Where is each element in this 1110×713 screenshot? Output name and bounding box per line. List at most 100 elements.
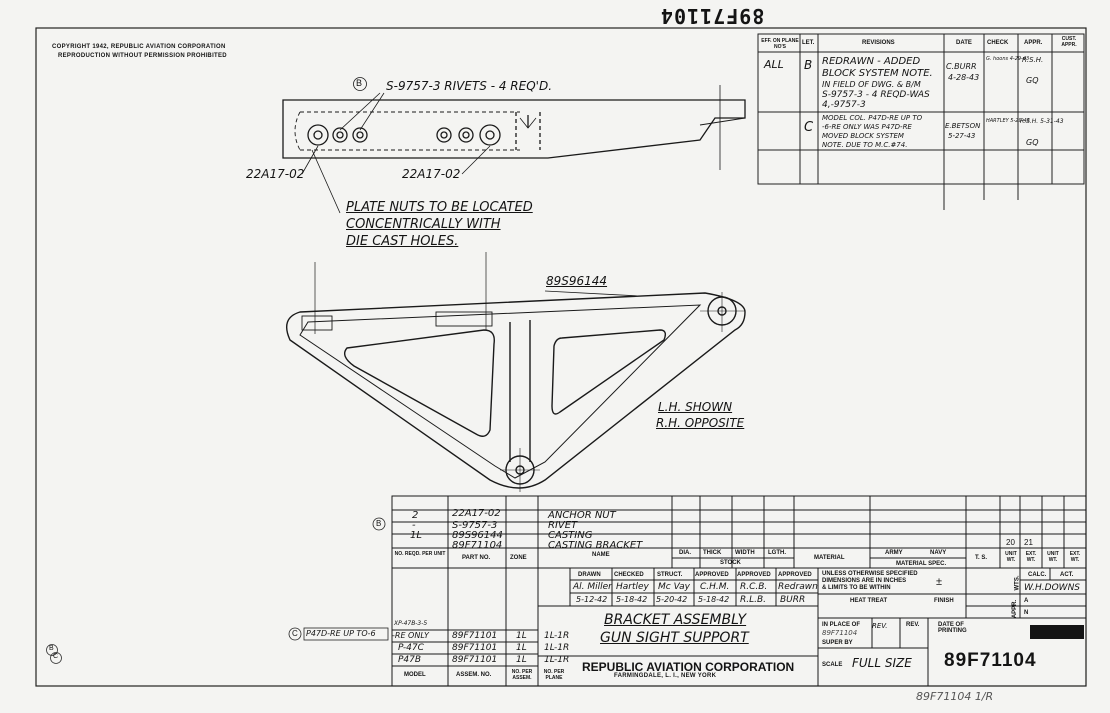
bom-header-ext-wt-2: EXT. WT. bbox=[1069, 551, 1081, 563]
bom-header-ts: T. S. bbox=[975, 555, 988, 561]
bom-header-lgth: LGTH. bbox=[768, 550, 786, 556]
company-name: REPUBLIC AVIATION CORPORATION bbox=[582, 660, 795, 674]
model-prefix-1: XP-47B-3-5 bbox=[394, 620, 428, 627]
date-printing-label: DATE OF PRINTING bbox=[938, 622, 967, 634]
appr-label: APPR. bbox=[1012, 599, 1019, 619]
bom-header-zone: ZONE bbox=[510, 555, 527, 561]
plate-note-2: CONCENTRICALLY WITH bbox=[346, 217, 501, 232]
heat-treat-label: HEAT TREAT bbox=[850, 598, 888, 604]
appr-header-drawn: DRAWN bbox=[578, 572, 601, 578]
appr-drawn-date: 5-12-42 bbox=[576, 595, 608, 604]
super-by-label: SUPER BY bbox=[822, 640, 853, 646]
rivets-marker: B bbox=[356, 78, 363, 88]
tolerance-plus-minus: ± bbox=[936, 576, 943, 588]
model-3: P47B bbox=[398, 655, 422, 665]
wts-label: WTS. bbox=[1014, 575, 1021, 591]
scale-value: FULL SIZE bbox=[852, 656, 912, 670]
bom-part-1: 22A17-02 bbox=[452, 508, 501, 519]
tolerance-3: & LIMITS TO BE WITHIN bbox=[822, 585, 891, 591]
bom-header-matspec: MATERIAL SPEC. bbox=[896, 561, 947, 567]
tolerance-1: UNLESS OTHERWISE SPECIFIED bbox=[822, 571, 918, 577]
p47d-note: P47D-RE UP TO-6 bbox=[306, 629, 376, 638]
model-header-per-assem: NO. PER ASSEM. bbox=[511, 669, 533, 681]
rev-b-eff: ALL bbox=[764, 58, 784, 71]
bom-name-3: CASTING bbox=[548, 530, 593, 541]
copyright-line-1: COPYRIGHT 1942, REPUBLIC AVIATION CORPOR… bbox=[52, 44, 226, 50]
bom-header-stock: STOCK bbox=[720, 560, 741, 566]
model-marker: C bbox=[292, 629, 298, 638]
appr-approved-3-date: BURR bbox=[780, 595, 806, 605]
appr-checked-date: 5-18-42 bbox=[616, 595, 648, 604]
appr-header-approved-1: APPROVED bbox=[695, 572, 729, 578]
scale-label: SCALE bbox=[822, 662, 843, 668]
bottom-handwritten-number: 89F71104 1/R bbox=[916, 690, 994, 703]
assy-3: 89F71101 bbox=[452, 655, 498, 665]
rev-b-appr: R.S.H. bbox=[1022, 56, 1044, 64]
rev-c-appr: R.S.H. 5-31-43 bbox=[1020, 118, 1064, 125]
bom-part-4: 89F71104 bbox=[452, 540, 503, 551]
rev-b-text-1: REDRAWN - ADDED bbox=[822, 56, 921, 67]
bom-header-unit-wt: UNIT WT. bbox=[1005, 551, 1017, 563]
rev-b-appr2: GQ bbox=[1026, 76, 1039, 85]
rev-header-appr: APPR. bbox=[1024, 40, 1043, 46]
tolerance-2: DIMENSIONS ARE IN INCHES bbox=[822, 578, 907, 584]
bom-name-4: CASTING BRACKET bbox=[548, 540, 643, 551]
bom-qty-1: 2 bbox=[412, 510, 419, 521]
appr-checked-name: Hartley bbox=[616, 582, 649, 592]
hand-note-2: R.H. OPPOSITE bbox=[656, 416, 745, 430]
rev-b-text-4: S-9757-3 - 4 REQD-WAS bbox=[822, 90, 930, 100]
plane-2: 1L-1R bbox=[544, 643, 570, 653]
bom-marker-2: B bbox=[376, 519, 382, 528]
appr-header-checked: CHECKED bbox=[614, 572, 644, 578]
drawing-number: 89F71104 bbox=[944, 650, 1037, 671]
bom-name-1: ANCHOR NUT bbox=[548, 510, 616, 521]
zone-3: 1L bbox=[516, 655, 527, 665]
plate-note-3: DIE CAST HOLES. bbox=[346, 234, 459, 249]
appr-approved-3-name: Redrawn bbox=[778, 582, 818, 592]
rev-c-text-4: NOTE. DUE TO M.C.#74. bbox=[822, 141, 908, 149]
in-place-value: 89F71104 bbox=[822, 629, 858, 637]
bom-qty-3: 1L bbox=[410, 530, 422, 541]
nut-callout-right: 22A17-02 bbox=[402, 167, 461, 181]
rev-c-appr2: GQ bbox=[1026, 138, 1039, 147]
rev-handwritten: REV. bbox=[872, 622, 888, 630]
calc-name: W.H.DOWNS bbox=[1024, 583, 1081, 593]
calc-label: CALC. bbox=[1028, 572, 1047, 578]
copyright-line-2: REPRODUCTION WITHOUT PERMISSION PROHIBIT… bbox=[58, 53, 227, 59]
rev-header-let: LET. bbox=[802, 40, 815, 46]
appr-approved-2-date: R.L.B. bbox=[740, 595, 767, 605]
plate-note-1: PLATE NUTS TO BE LOCATED bbox=[346, 200, 533, 215]
bom-header-thick: THICK bbox=[703, 550, 722, 556]
rev-label: REV. bbox=[906, 622, 920, 628]
title-line-2: GUN SIGHT SUPPORT bbox=[600, 630, 749, 646]
bom-header-name: NAME bbox=[592, 552, 610, 558]
rev-b-let: B bbox=[804, 58, 813, 72]
rev-header-revisions: REVISIONS bbox=[862, 40, 895, 46]
corner-mark-c: C bbox=[53, 653, 59, 660]
bom-header-ext-wt: EXT. WT. bbox=[1025, 551, 1037, 563]
model-header-model: MODEL bbox=[404, 672, 426, 678]
rev-b-date-name: C.BURR bbox=[946, 62, 977, 71]
appr-drawn-name: Al. Miller bbox=[573, 582, 612, 592]
rev-b-text-5: 4,-9757-3 bbox=[822, 100, 866, 110]
hand-note-1: L.H. SHOWN bbox=[658, 400, 733, 414]
rev-c-text-3: MOVED BLOCK SYSTEM bbox=[822, 132, 904, 140]
in-place-label: IN PLACE OF bbox=[822, 622, 861, 628]
n-label: N bbox=[1024, 610, 1029, 616]
wt-col-20: 20 bbox=[1006, 538, 1015, 547]
appr-header-struct: STRUCT. bbox=[657, 572, 683, 578]
title-line-1: BRACKET ASSEMBLY bbox=[604, 612, 747, 628]
rev-b-check: G. hoons 4-29-43 bbox=[986, 56, 1030, 62]
bom-header-material: MATERIAL bbox=[814, 555, 845, 561]
wt-col-21: 21 bbox=[1024, 538, 1033, 547]
rev-b-text-3: IN FIELD OF DWG. & B/M bbox=[822, 80, 921, 89]
rev-c-check: HARTLEY 5-29-43 bbox=[986, 118, 1030, 124]
assy-2: 89F71101 bbox=[452, 643, 498, 653]
rev-c-text-1: MODEL COL. P47D-RE UP TO bbox=[822, 114, 923, 122]
model-2: P-47C bbox=[398, 643, 424, 653]
rivets-callout: S-9757-3 RIVETS - 4 REQ'D. bbox=[386, 79, 553, 93]
bom-header-qty: NO. REQD. PER UNIT bbox=[394, 551, 446, 557]
appr-approved-2-name: R.C.B. bbox=[740, 582, 768, 592]
rev-header-cust: CUST. APPR. bbox=[1061, 36, 1077, 48]
